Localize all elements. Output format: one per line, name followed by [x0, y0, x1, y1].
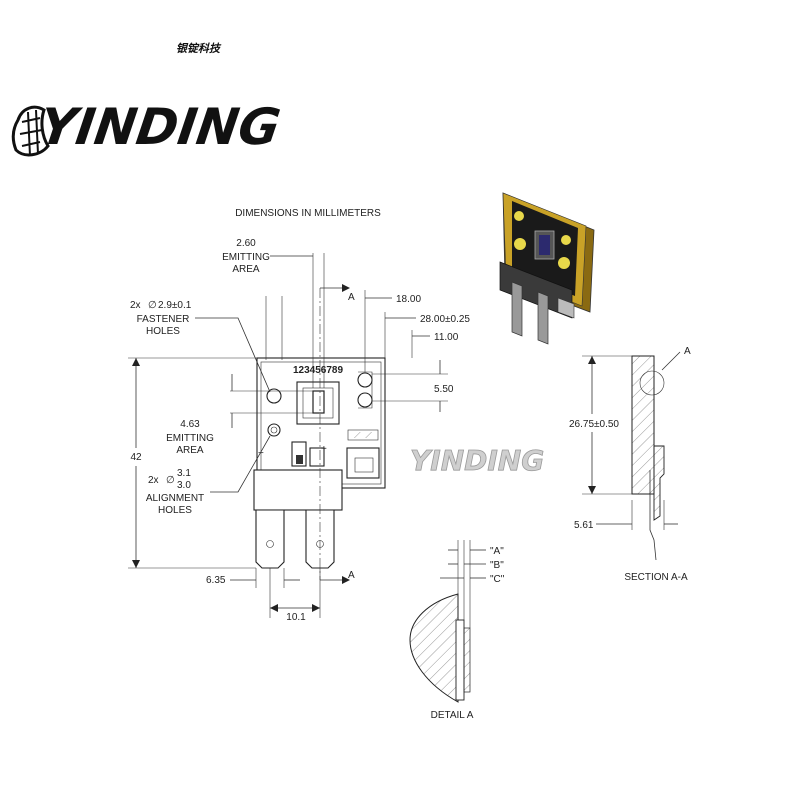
detail-label-c: "C"	[490, 574, 505, 585]
pad-3	[561, 235, 571, 245]
alignment-qty: 2x	[148, 475, 159, 486]
terminal-right	[305, 509, 335, 569]
watermark-text: YINDING	[410, 444, 544, 477]
plus-sign: +	[321, 444, 327, 455]
label-alignment-1: ALIGNMENT	[146, 493, 204, 504]
terminal-left	[255, 509, 285, 569]
qr-code	[347, 429, 379, 441]
dim-28: 28.00±0.25	[420, 314, 470, 325]
connector-body	[499, 261, 573, 319]
logo-subtext: 银锭科技	[176, 42, 222, 55]
clip-connector	[346, 447, 380, 479]
dim-11: 11.00	[434, 332, 459, 343]
fastener-qty: 2x	[130, 300, 141, 311]
pad-1	[514, 211, 524, 221]
label-emitting-width-1: EMITTING	[222, 252, 270, 263]
dim-section-thickness: 5.61	[574, 520, 594, 531]
section-connector	[653, 445, 665, 521]
detail-view: "A" "B" "C" DETAIL A	[409, 540, 505, 721]
label-emitting-width-2: AREA	[232, 264, 260, 275]
fastener-hole-right-upper	[357, 372, 373, 388]
alignment-hole	[267, 423, 281, 437]
section-terminal	[649, 470, 657, 561]
emitting-area	[312, 390, 325, 414]
led-die	[539, 235, 550, 255]
clip	[557, 297, 575, 319]
pad-2	[514, 238, 526, 250]
dim-height-total: 42	[130, 452, 142, 463]
fastener-dia-symbol: ∅	[148, 300, 157, 311]
alignment-dia-lower: 3.0	[177, 480, 191, 491]
section-view: A 26.75±0.50 5.61 SECTION A-A	[569, 346, 691, 583]
section-title: SECTION A-A	[624, 572, 688, 583]
component-mid	[309, 447, 325, 467]
brand-logo: YINDING 银锭科技	[11, 42, 284, 157]
section-pcb	[631, 355, 655, 495]
dim-550: 5.50	[434, 384, 454, 395]
detail-body	[409, 593, 459, 703]
connector-body-front	[253, 469, 343, 511]
label-emitting-height-1: EMITTING	[166, 433, 214, 444]
detail-title: DETAIL A	[431, 710, 474, 721]
pad-4	[558, 257, 570, 269]
section-marker-bottom: A	[348, 570, 355, 581]
product-3d-image	[499, 192, 595, 345]
tab-left	[511, 281, 523, 337]
dim-635: 6.35	[206, 575, 226, 586]
label-alignment-2: HOLES	[158, 505, 192, 516]
label-fastener-1: FASTENER	[137, 314, 190, 325]
fastener-hole-left	[266, 388, 282, 404]
label-emitting-height-2: AREA	[176, 445, 204, 456]
dim-18: 18.00	[396, 294, 421, 305]
detail-label-a: "A"	[490, 546, 504, 557]
section-marker-top: A	[348, 292, 355, 303]
fastener-hole-right	[357, 392, 373, 408]
dim-emitting-height: 4.63	[180, 419, 200, 430]
alignment-dia-symbol: ∅	[166, 475, 175, 486]
dim-section-height: 26.75±0.50	[569, 419, 619, 430]
logo-ingot-icon	[11, 105, 50, 157]
drawing-title: DIMENSIONS IN MILLIMETERS	[235, 208, 381, 219]
tab-right	[537, 291, 549, 345]
detail-layer-b	[463, 627, 471, 693]
logo-text: YINDING	[36, 97, 284, 156]
dim-101: 10.1	[286, 612, 306, 623]
dim-emitting-width: 2.60	[236, 238, 256, 249]
serial-marking: 123456789	[293, 365, 343, 376]
fastener-dia: 2.9±0.1	[158, 300, 192, 311]
minus-sign: −	[258, 448, 264, 459]
front-view: 123456789 + − A A	[253, 284, 386, 584]
section-detail-marker: A	[684, 346, 691, 357]
front-dimensions: 2.60 EMITTING AREA 2x ∅ 2.9±0.1 FASTENER…	[128, 238, 470, 623]
detail-label-b: "B"	[490, 560, 504, 571]
label-fastener-2: HOLES	[146, 326, 180, 337]
detail-layer-a	[455, 619, 465, 701]
alignment-dia-upper: 3.1	[177, 468, 191, 479]
detail-a-circle	[639, 370, 665, 396]
